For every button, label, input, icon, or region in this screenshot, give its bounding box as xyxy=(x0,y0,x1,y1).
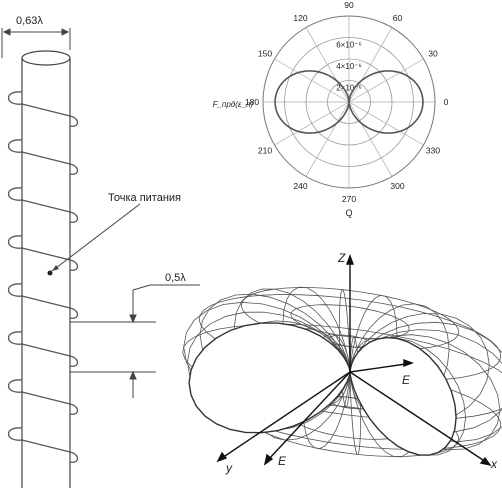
polar-spoke xyxy=(305,101,350,177)
polar-spoke xyxy=(348,58,424,103)
torus-mesh-line xyxy=(182,323,502,421)
y-axis-arrow xyxy=(216,451,228,463)
helix-antenna xyxy=(7,50,79,488)
e-vector-1 xyxy=(349,363,407,373)
pitch-dimension xyxy=(70,284,200,398)
polar-spoke xyxy=(348,27,393,103)
polar-angle-label: 300 xyxy=(390,181,404,191)
torus-cut-lobe xyxy=(188,322,351,434)
e-vector-2-arrow xyxy=(263,453,274,466)
helix-coils xyxy=(7,91,79,463)
helix-turn xyxy=(7,187,79,223)
polar-radial-label: 2×10⁻⁶ xyxy=(336,84,362,93)
polar-angle-label: 210 xyxy=(258,146,272,156)
axis-y-label: y xyxy=(225,461,233,475)
pitch-label: 0,5λ xyxy=(165,272,186,284)
3d-axes xyxy=(216,254,492,467)
polar-angle-label: 240 xyxy=(293,181,307,191)
torus-mesh-line xyxy=(240,287,460,351)
polar-angle-label: 120 xyxy=(293,13,307,23)
helix-turn xyxy=(7,379,79,415)
feed-point xyxy=(47,203,141,276)
polar-angle-label: 180 xyxy=(245,97,259,107)
axis-z-label: Z xyxy=(337,251,346,265)
e-vector-2 xyxy=(267,371,351,461)
helix-turn xyxy=(7,331,79,367)
polar-spoke xyxy=(274,101,350,146)
e-label-1: E xyxy=(402,373,411,387)
feed-point-label: Точка питания xyxy=(108,192,181,204)
helix-turn xyxy=(7,139,79,175)
helix-turn xyxy=(7,283,79,319)
helix-turn xyxy=(7,427,79,463)
z-axis-arrow xyxy=(345,254,355,265)
e-vector-1-arrow xyxy=(403,358,414,368)
e-label-2: E xyxy=(278,454,287,468)
polar-plot: 90603003303002702402101801501206×10⁻⁶4×1… xyxy=(245,0,449,204)
axis-x-label: x xyxy=(490,457,498,471)
3d-radiation-pattern xyxy=(182,286,502,458)
cylinder-top xyxy=(21,50,71,66)
polar-angle-label: 30 xyxy=(428,49,438,59)
polar-spoke xyxy=(305,27,350,103)
x-axis-arrow xyxy=(479,456,492,467)
polar-angle-label: 150 xyxy=(258,49,272,59)
polar-angle-label: 90 xyxy=(344,0,354,10)
polar-pattern-curve xyxy=(274,70,424,134)
torus-mesh-line xyxy=(290,304,410,339)
y-axis xyxy=(221,371,351,459)
polar-radial-label: 6×10⁻⁶ xyxy=(336,41,362,50)
diameter-label: 0,63λ xyxy=(16,15,43,27)
x-axis xyxy=(349,371,487,463)
polar-x-label: Q xyxy=(345,208,352,218)
helix-turn xyxy=(7,91,79,127)
helix-turn xyxy=(7,235,79,271)
polar-angle-label: 0 xyxy=(444,97,449,107)
polar-spoke xyxy=(348,101,393,177)
diameter-dimension xyxy=(1,28,71,58)
polar-y-label: F_прд(ε_л) xyxy=(213,100,254,109)
polar-spoke xyxy=(348,101,424,146)
polar-angle-label: 270 xyxy=(342,194,356,204)
torus-cut-lobe xyxy=(349,336,457,456)
polar-angle-label: 60 xyxy=(393,13,403,23)
polar-spoke xyxy=(274,58,350,103)
polar-radial-label: 4×10⁻⁶ xyxy=(336,62,362,71)
polar-angle-label: 330 xyxy=(426,146,440,156)
